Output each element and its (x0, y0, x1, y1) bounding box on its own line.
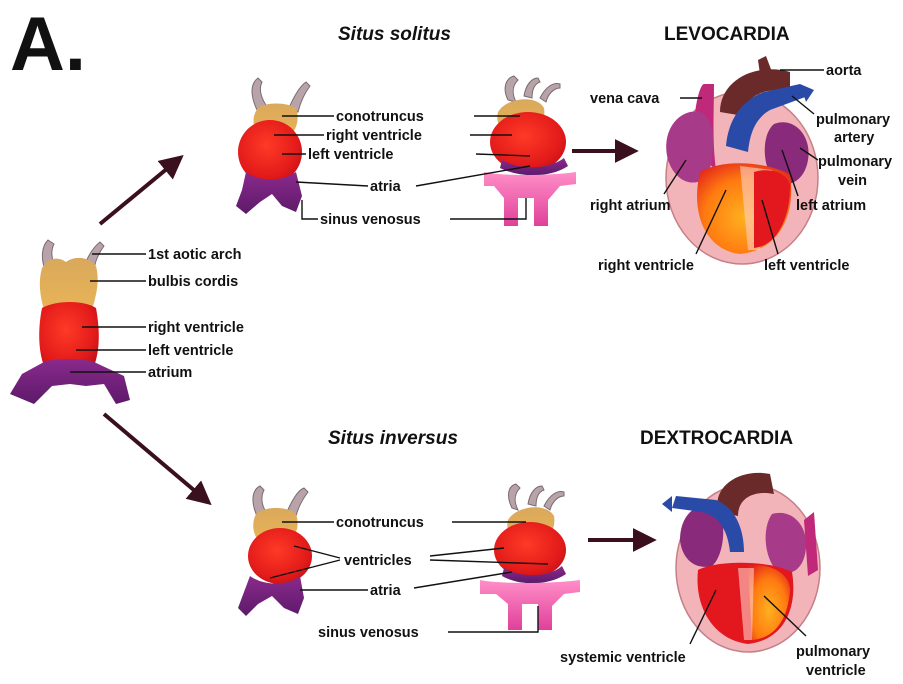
label-vena-cava: vena cava (590, 91, 660, 107)
label-sinus-venosus-solitus: sinus venosus (320, 212, 421, 228)
atrium-shape (10, 359, 130, 404)
levocardia-heart (666, 56, 818, 264)
label-pulmonary-ventricle-1: pulmonary (796, 644, 870, 660)
label-left-atrium: left atrium (796, 198, 866, 214)
label-aortic-arch: 1st aotic arch (148, 247, 242, 263)
label-ventricles-inversus: ventricles (344, 553, 412, 569)
label-aorta: aorta (826, 63, 862, 79)
label-right-ventricle-solitus: right ventricle (326, 128, 422, 144)
label-pulmonary-ventricle-2: ventricle (806, 663, 866, 679)
label-left-ventricle-levo: left ventricle (764, 258, 849, 274)
levocardia-title: LEVOCARDIA (664, 24, 790, 45)
label-right-ventricle-levo: right ventricle (598, 258, 694, 274)
solitus-looped-heart (484, 76, 576, 226)
label-bulbis-cordis: bulbis cordis (148, 274, 238, 290)
label-pulmonary-vein-2: vein (838, 173, 867, 189)
arrow-to-situs-inversus (104, 414, 208, 502)
solitus-loop-heart (236, 78, 310, 214)
panel-label: A. (10, 2, 86, 87)
label-pulmonary-artery-1: pulmonary (816, 112, 890, 128)
label-left-ventricle-primitive: left ventricle (148, 343, 233, 359)
label-conotruncus-solitus: conotruncus (336, 109, 424, 125)
dextrocardia-heart (662, 473, 820, 652)
label-sinus-venosus-inversus: sinus venosus (318, 625, 419, 641)
primitive-heart (10, 240, 130, 404)
label-right-atrium: right atrium (590, 198, 671, 214)
situs-solitus-labels: conotruncus right ventricle left ventric… (274, 109, 530, 228)
inversus-loop-heart (238, 486, 312, 616)
label-atrium-primitive: atrium (148, 365, 192, 381)
situs-solitus-title: Situs solitus (338, 24, 451, 45)
label-conotruncus-inversus: conotruncus (336, 515, 424, 531)
label-pulmonary-artery-2: artery (834, 130, 874, 146)
label-atria-solitus: atria (370, 179, 402, 195)
label-atria-inversus: atria (370, 583, 402, 599)
dextrocardia-title: DEXTROCARDIA (640, 428, 793, 449)
label-right-ventricle-primitive: right ventricle (148, 320, 244, 336)
label-systemic-ventricle: systemic ventricle (560, 650, 686, 666)
label-left-ventricle-solitus: left ventricle (308, 147, 393, 163)
label-pulmonary-vein-1: pulmonary (818, 154, 892, 170)
situs-inversus-title: Situs inversus (328, 428, 458, 449)
arrow-to-situs-solitus (100, 158, 180, 224)
inversus-looped-heart (480, 484, 580, 630)
